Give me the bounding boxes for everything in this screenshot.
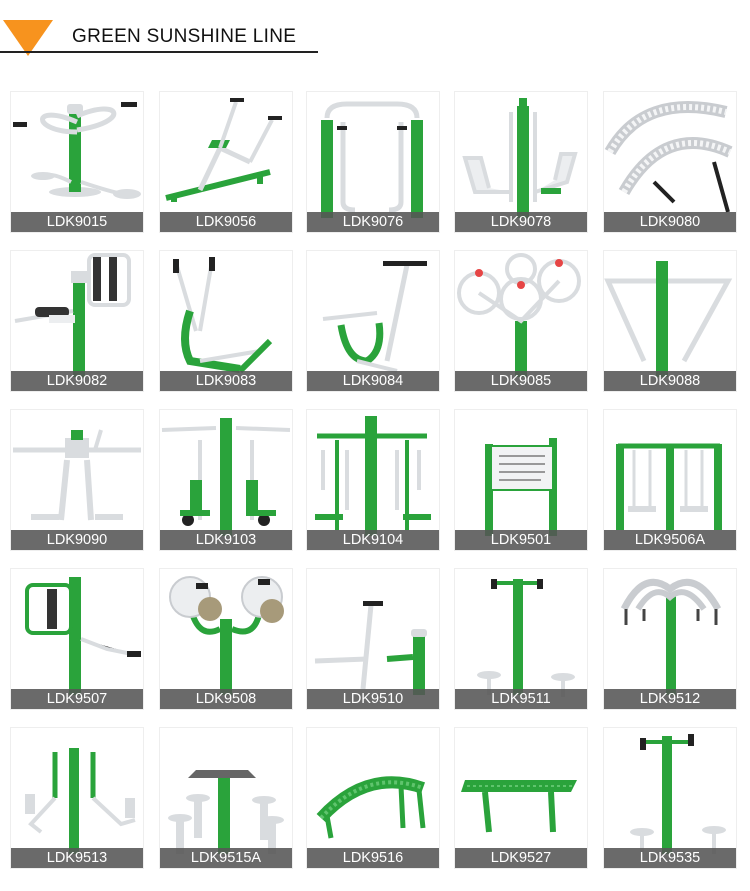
header-divider: [0, 51, 318, 53]
product-code: LDK9516: [307, 848, 439, 868]
equipment-image: [477, 579, 575, 697]
product-code: LDK9088: [604, 371, 736, 391]
product-code: LDK9501: [455, 530, 587, 550]
product-card[interactable]: LDK9515A: [160, 728, 292, 868]
product-card[interactable]: LDK9076: [307, 92, 439, 232]
product-code: LDK9527: [455, 848, 587, 868]
product-code: LDK9535: [604, 848, 736, 868]
product-code: LDK9085: [455, 371, 587, 391]
equipment-image: [604, 101, 733, 213]
product-card[interactable]: LDK9527: [455, 728, 587, 868]
product-card[interactable]: LDK9104: [307, 410, 439, 550]
orange-triangle-icon: [3, 20, 53, 56]
product-card[interactable]: LDK9535: [604, 728, 736, 868]
product-card[interactable]: LDK9082: [11, 251, 143, 391]
product-card[interactable]: LDK9508: [160, 569, 292, 709]
equipment-image: [314, 601, 427, 695]
product-code: LDK9078: [455, 212, 587, 232]
product-code: LDK9056: [160, 212, 292, 232]
product-code: LDK9082: [11, 371, 143, 391]
equipment-image: [25, 748, 136, 854]
equipment-image: [173, 257, 273, 374]
product-card[interactable]: LDK9511: [455, 569, 587, 709]
equipment-image: [321, 101, 423, 218]
page-title: GREEN SUNSHINE LINE: [72, 26, 297, 47]
equipment-image: [322, 261, 427, 373]
product-code: LDK9513: [11, 848, 143, 868]
product-card[interactable]: LDK9501: [455, 410, 587, 550]
equipment-image: [462, 98, 578, 218]
equipment-image: [630, 734, 726, 854]
product-code: LDK9508: [160, 689, 292, 709]
product-card[interactable]: LDK9516: [307, 728, 439, 868]
product-code: LDK9511: [455, 689, 587, 709]
equipment-image: [13, 102, 141, 199]
product-code: LDK9103: [160, 530, 292, 550]
product-code: LDK9083: [160, 371, 292, 391]
product-card[interactable]: LDK9507: [11, 569, 143, 709]
product-card[interactable]: LDK9083: [160, 251, 292, 391]
equipment-image: [169, 576, 284, 695]
product-card[interactable]: LDK9513: [11, 728, 143, 868]
equipment-image: [165, 98, 282, 202]
product-code: LDK9506A: [604, 530, 736, 550]
product-code: LDK9015: [11, 212, 143, 232]
equipment-image: [13, 429, 141, 521]
product-code: LDK9515A: [160, 848, 292, 868]
equipment-image: [14, 253, 131, 377]
product-code: LDK9076: [307, 212, 439, 232]
product-card[interactable]: LDK9103: [160, 410, 292, 550]
equipment-image: [316, 776, 426, 839]
equipment-image: [25, 577, 141, 695]
product-card[interactable]: LDK9510: [307, 569, 439, 709]
product-code: LDK9104: [307, 530, 439, 550]
equipment-image: [161, 418, 291, 536]
product-code: LDK9084: [307, 371, 439, 391]
product-card[interactable]: LDK9506A: [604, 410, 736, 550]
product-code: LDK9507: [11, 689, 143, 709]
product-card[interactable]: LDK9056: [160, 92, 292, 232]
product-card[interactable]: LDK9085: [455, 251, 587, 391]
product-card[interactable]: LDK9015: [11, 92, 143, 232]
product-card[interactable]: LDK9080: [604, 92, 736, 232]
equipment-image: [457, 253, 581, 377]
equipment-image: [604, 261, 733, 377]
product-card[interactable]: LDK9084: [307, 251, 439, 391]
equipment-image: [485, 438, 557, 536]
product-card[interactable]: LDK9090: [11, 410, 143, 550]
equipment-image: [620, 578, 722, 695]
equipment-image: [168, 770, 284, 854]
product-code: LDK9090: [11, 530, 143, 550]
product-code: LDK9510: [307, 689, 439, 709]
product-card[interactable]: LDK9512: [604, 569, 736, 709]
product-code: LDK9512: [604, 689, 736, 709]
page-header: GREEN SUNSHINE LINE: [0, 0, 750, 60]
equipment-image: [315, 416, 431, 536]
product-code: LDK9080: [604, 212, 736, 232]
equipment-image: [461, 780, 577, 833]
product-card[interactable]: LDK9088: [604, 251, 736, 391]
equipment-image: [616, 443, 722, 530]
product-card[interactable]: LDK9078: [455, 92, 587, 232]
